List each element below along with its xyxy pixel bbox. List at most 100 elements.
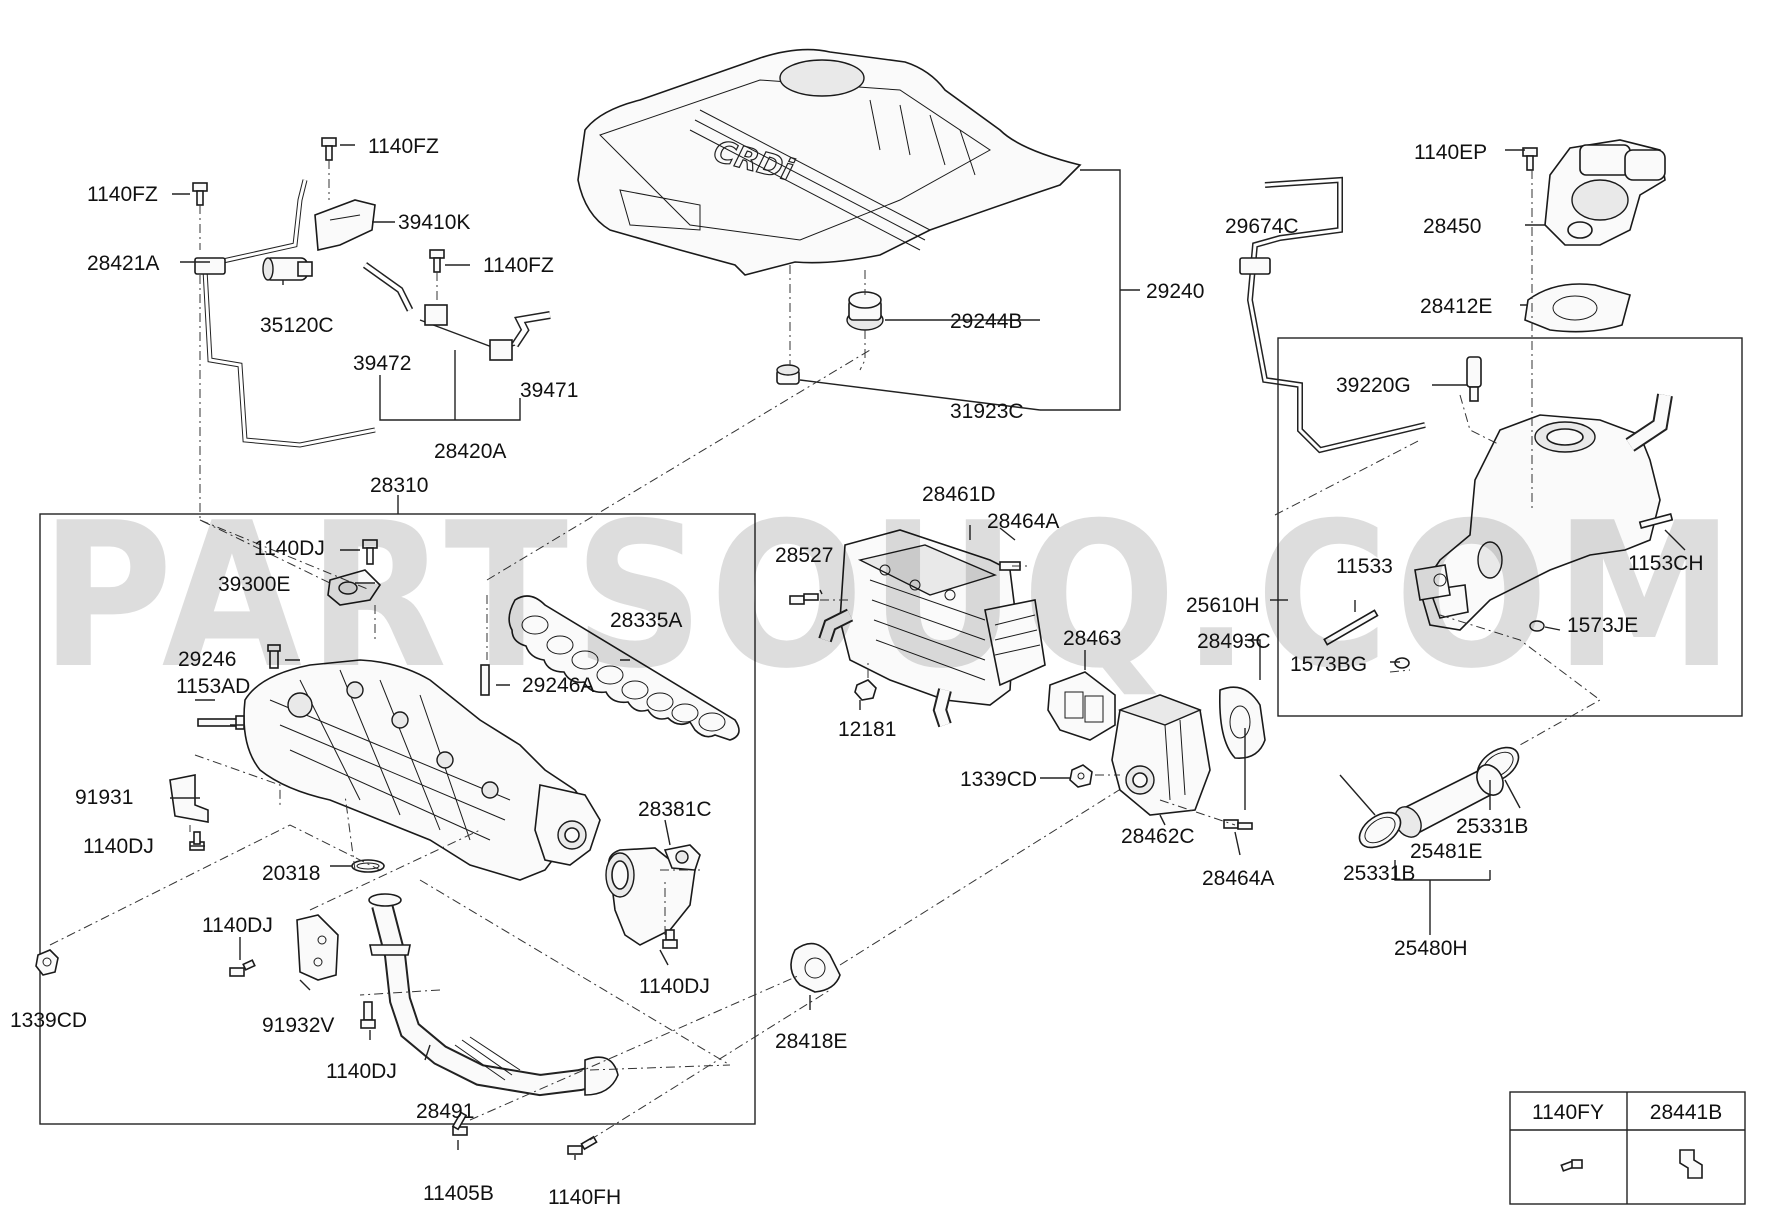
label-91932V[interactable]: 91932V — [262, 1014, 334, 1037]
bolt-1140DJ-a[interactable] — [362, 539, 378, 565]
label-1573BG[interactable]: 1573BG — [1290, 653, 1367, 676]
label-31923C[interactable]: 31923C — [950, 400, 1024, 423]
water-outlet-housing-25610H[interactable] — [1414, 393, 1673, 631]
label-1140EP[interactable]: 1140EP — [1414, 141, 1487, 164]
plug-1573JE[interactable] — [1529, 620, 1545, 632]
bracket-39410K[interactable] — [314, 199, 376, 251]
o-ring-20318[interactable] — [351, 859, 385, 873]
label-1339CD-b[interactable]: 1339CD — [960, 768, 1037, 791]
label-11405B[interactable]: 11405B — [423, 1182, 494, 1205]
label-11533[interactable]: 11533 — [1336, 555, 1393, 578]
hose-39471[interactable] — [511, 311, 551, 348]
label-28463[interactable]: 28463 — [1063, 627, 1121, 650]
bolt-28464A-b[interactable] — [1223, 819, 1253, 830]
label-39300E[interactable]: 39300E — [218, 573, 290, 596]
stud-29246[interactable] — [267, 644, 281, 669]
nut-1339CD-b[interactable] — [1069, 764, 1093, 788]
label-28464A-a[interactable]: 28464A — [987, 510, 1059, 533]
label-1140DJ-d[interactable]: 1140DJ — [202, 914, 273, 937]
label-35120C[interactable]: 35120C — [260, 314, 334, 337]
label-25481E[interactable]: 25481E — [1410, 840, 1482, 863]
intake-manifold-28310[interactable] — [243, 659, 601, 881]
label-28450[interactable]: 28450 — [1423, 215, 1481, 238]
gasket-28418E[interactable] — [790, 942, 841, 993]
label-28310[interactable]: 28310 — [370, 474, 428, 497]
vacuum-pipe-28421A[interactable] — [194, 179, 376, 448]
label-29246[interactable]: 29246 — [178, 648, 236, 671]
bolt-28527[interactable] — [789, 593, 819, 605]
label-28381C[interactable]: 28381C — [638, 798, 712, 821]
gasket-28463[interactable] — [1047, 671, 1116, 741]
label-1153AD[interactable]: 1153AD — [176, 675, 250, 698]
sensor-39220G[interactable] — [1466, 356, 1482, 402]
label-28421A[interactable]: 28421A — [87, 252, 159, 275]
label-1140DJ-e[interactable]: 1140DJ — [326, 1060, 397, 1083]
label-25331B-b[interactable]: 25331B — [1343, 862, 1415, 885]
label-25331B-a[interactable]: 25331B — [1456, 815, 1528, 838]
label-29240[interactable]: 29240 — [1146, 280, 1204, 303]
label-1140DJ-a[interactable]: 1140DJ — [254, 537, 325, 560]
bolt-11405B[interactable] — [451, 1111, 468, 1136]
label-28461D[interactable]: 28461D — [922, 483, 996, 506]
label-1140FZ-a[interactable]: 1140FZ — [87, 183, 158, 206]
label-39471[interactable]: 39471 — [520, 379, 578, 402]
label-91931[interactable]: 91931 — [75, 786, 133, 809]
label-1140FZ-b[interactable]: 1140FZ — [368, 135, 439, 158]
bolt-1140DJ-e[interactable] — [360, 1001, 376, 1029]
label-28491[interactable]: 28491 — [416, 1100, 474, 1123]
label-39220G[interactable]: 39220G — [1336, 374, 1411, 397]
gasket-28412E[interactable] — [1524, 283, 1631, 333]
label-25610H[interactable]: 25610H — [1186, 594, 1260, 617]
label-28527[interactable]: 28527 — [775, 544, 833, 567]
bolt-1140DJ-c[interactable] — [662, 929, 678, 949]
label-39410K[interactable]: 39410K — [398, 211, 470, 234]
nut-12181[interactable] — [854, 679, 877, 701]
egr-valve-28450[interactable] — [1544, 139, 1666, 246]
grommet-29244B[interactable] — [846, 291, 884, 331]
label-29244B[interactable]: 29244B — [950, 310, 1022, 333]
stud-29246A[interactable] — [480, 664, 490, 696]
gasket-28493C[interactable] — [1218, 686, 1266, 759]
solenoid-valve-35120C[interactable] — [262, 257, 313, 281]
egr-pipe-29674C[interactable] — [1239, 176, 1426, 454]
bolt-1140FZ-c[interactable] — [429, 249, 445, 273]
stud-11533[interactable] — [1323, 609, 1379, 646]
label-28335A[interactable]: 28335A — [610, 609, 682, 632]
label-28462C[interactable]: 28462C — [1121, 825, 1195, 848]
label-28412E[interactable]: 28412E — [1420, 295, 1492, 318]
label-1573JE[interactable]: 1573JE — [1567, 614, 1638, 637]
label-1140DJ-b[interactable]: 1140DJ — [83, 835, 154, 858]
egr-pipe-28491[interactable] — [368, 893, 619, 1097]
label-1140DJ-c[interactable]: 1140DJ — [639, 975, 710, 998]
label-29246A[interactable]: 29246A — [522, 674, 594, 697]
egr-valve-28462C[interactable] — [1111, 694, 1211, 816]
egr-cooler-28461D[interactable] — [818, 529, 1046, 728]
map-sensor-39300E[interactable] — [327, 569, 382, 606]
nut-1339CD-a[interactable] — [35, 949, 59, 976]
bolt-1140FZ-a[interactable] — [192, 182, 208, 206]
hose-clamp-25331B-b[interactable] — [1353, 805, 1407, 854]
label-28420A[interactable]: 28420A — [434, 440, 506, 463]
label-28493C[interactable]: 28493C — [1197, 630, 1271, 653]
gasket-28335A[interactable] — [508, 595, 740, 741]
label-28418E[interactable]: 28418E — [775, 1030, 847, 1053]
label-12181[interactable]: 12181 — [838, 718, 896, 741]
bolt-1140DJ-b[interactable] — [189, 831, 205, 851]
label-1153CH[interactable]: 1153CH — [1628, 552, 1704, 575]
bolt-1153AD[interactable] — [197, 715, 245, 730]
bolt-1140DJ-d[interactable] — [229, 959, 256, 977]
bracket-91932V[interactable] — [296, 914, 339, 981]
hose-39472[interactable] — [362, 262, 414, 312]
label-39472[interactable]: 39472 — [353, 352, 411, 375]
label-1140FZ-c[interactable]: 1140FZ — [483, 254, 554, 277]
throttle-body-28381C[interactable] — [605, 844, 701, 946]
label-1140FH[interactable]: 1140FH — [548, 1186, 621, 1209]
engine-cover-part[interactable]: CRDi — [577, 48, 1082, 276]
stud-1153CH[interactable] — [1638, 512, 1674, 530]
plug-1573BG[interactable] — [1394, 657, 1410, 669]
bolt-1140FZ-b[interactable] — [321, 137, 337, 161]
label-1339CD-a[interactable]: 1339CD — [10, 1009, 87, 1032]
bolt-1140EP[interactable] — [1522, 147, 1538, 171]
vacuum-tube-28420A[interactable] — [419, 304, 516, 361]
label-29674C[interactable]: 29674C — [1225, 215, 1299, 238]
